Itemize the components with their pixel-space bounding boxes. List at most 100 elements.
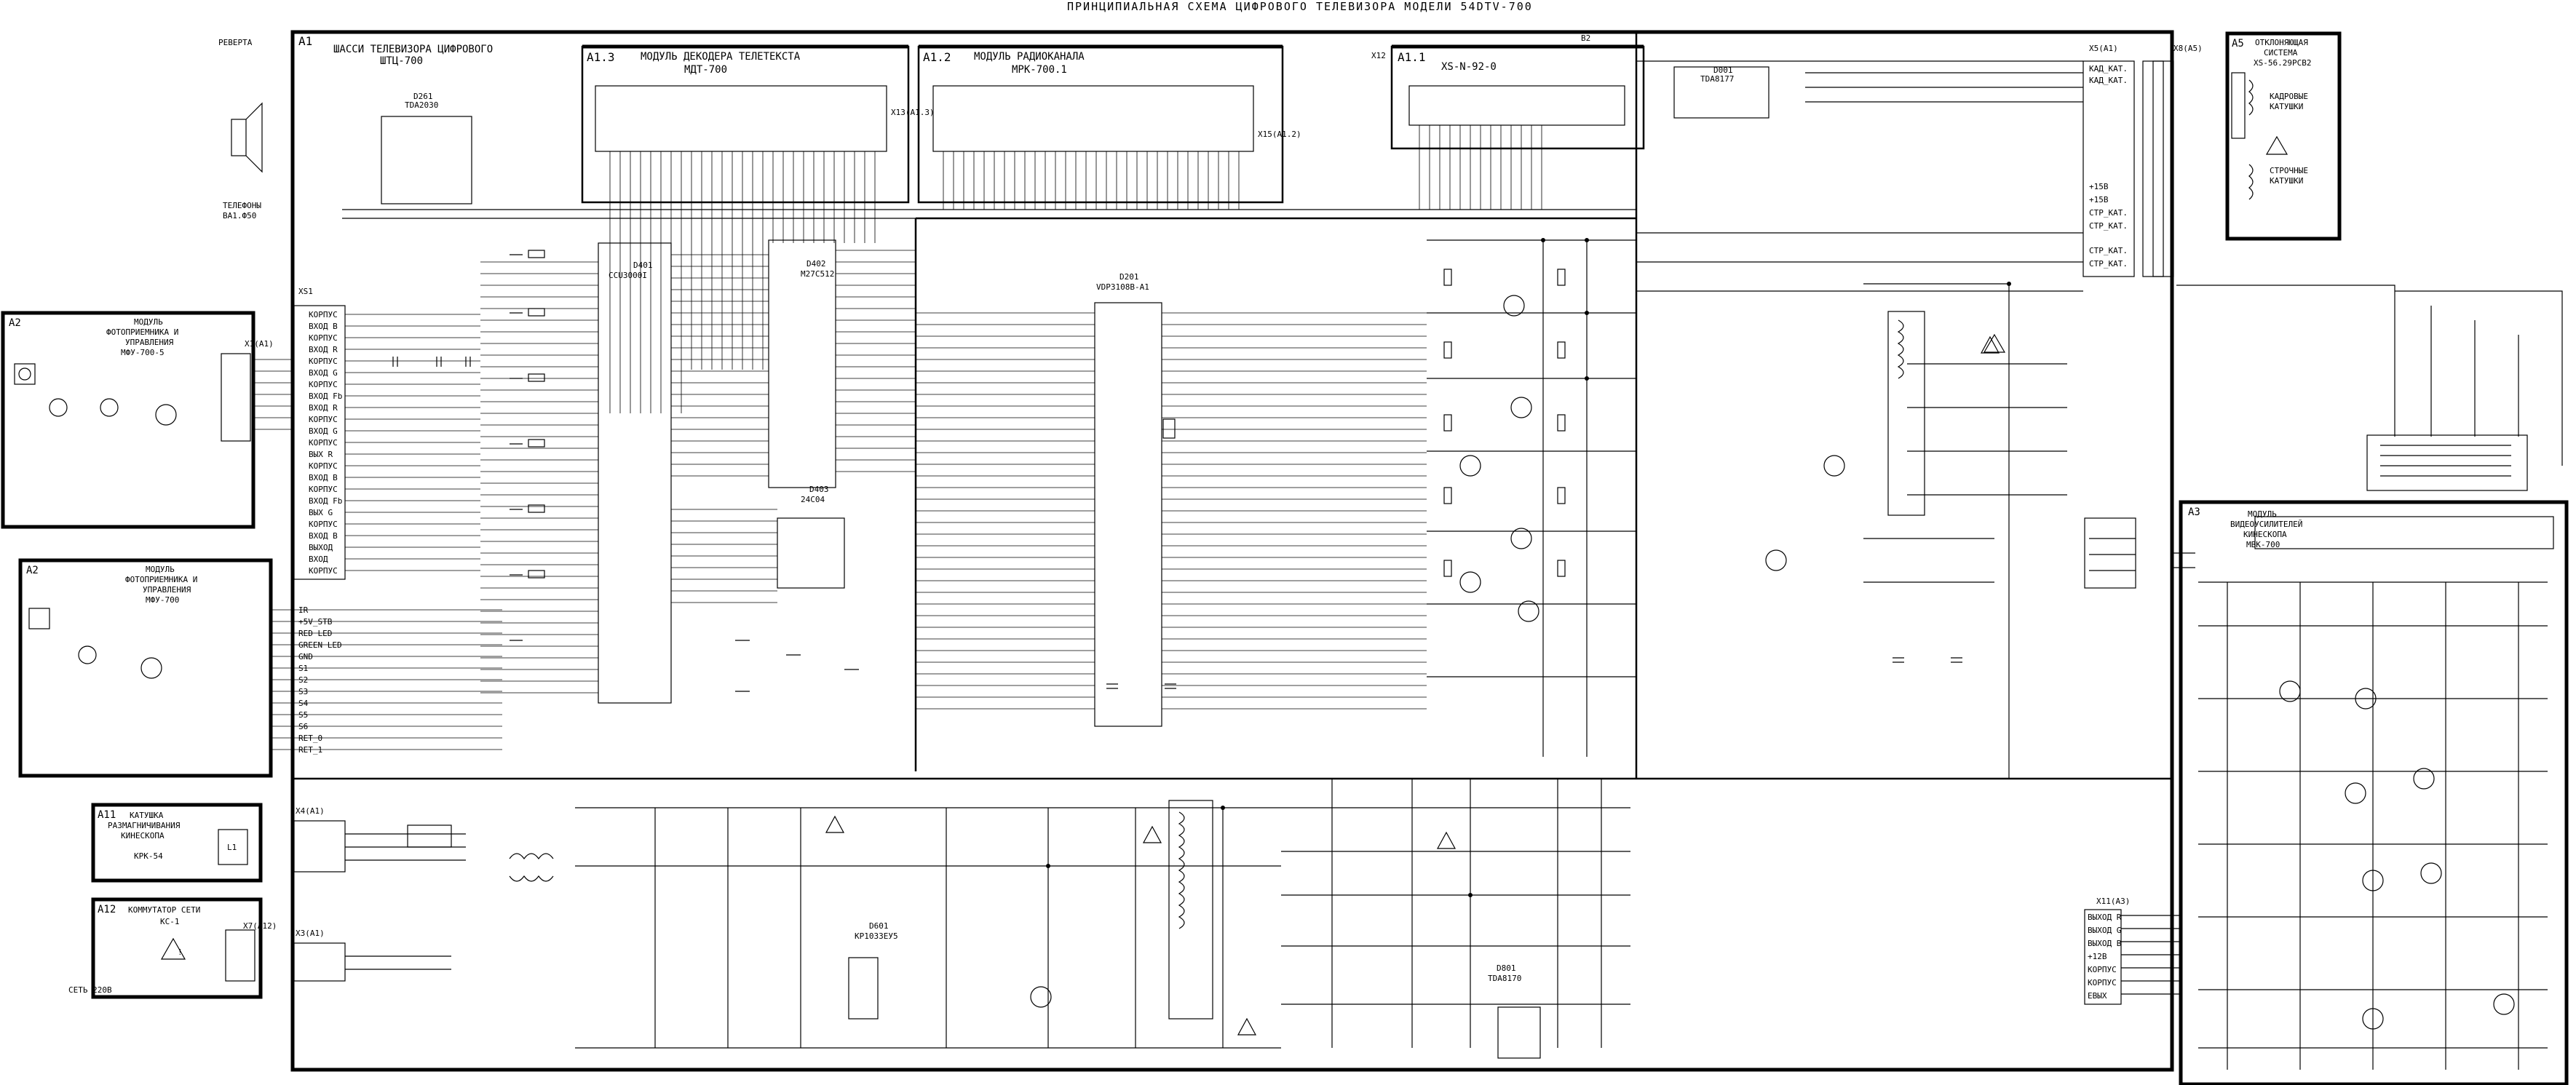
svg-text:TDA2030: TDA2030 bbox=[405, 100, 438, 110]
svg-text:CCU3000I: CCU3000I bbox=[609, 271, 647, 280]
svg-text:МФУ-700-5: МФУ-700-5 bbox=[121, 348, 165, 357]
svg-text:ВХОД B: ВХОД B bbox=[309, 322, 338, 331]
module-a12-switch: A12 КОММУТАТОР СЕТИ КС-1 ! СЕТЬ 220В bbox=[68, 897, 263, 999]
x13-label: X13(A1.3) bbox=[891, 108, 935, 117]
svg-text:КОРПУС: КОРПУС bbox=[309, 485, 338, 494]
svg-text:МОДУЛЬ: МОДУЛЬ bbox=[2248, 509, 2277, 519]
svg-text:VDP3108B-A1: VDP3108B-A1 bbox=[1096, 282, 1149, 292]
a1-name1: ШАССИ ТЕЛЕВИЗОРА ЦИФРОВОГО bbox=[333, 44, 493, 55]
svg-text:ЕВЫХ: ЕВЫХ bbox=[2088, 991, 2107, 1001]
svg-text:МФУ-700: МФУ-700 bbox=[146, 595, 179, 605]
svg-text:TDA8177: TDA8177 bbox=[1700, 74, 1734, 84]
chip-d801: D801 TDA8170 bbox=[1488, 963, 1541, 1059]
connector-x11: X11(A3) bbox=[2084, 897, 2130, 1005]
svg-text:СТР_КАТ.: СТР_КАТ. bbox=[2089, 246, 2128, 255]
chip-d201: D201 VDP3108B-A1 bbox=[1094, 272, 1162, 727]
hv-label: В2 bbox=[1581, 33, 1590, 43]
svg-text:ВЫХОД B: ВЫХОД B bbox=[2088, 939, 2122, 948]
svg-text:L1: L1 bbox=[227, 843, 237, 852]
svg-text:КОММУТАТОР СЕТИ: КОММУТАТОР СЕТИ bbox=[128, 905, 200, 915]
svg-text:КАД_КАТ.: КАД_КАТ. bbox=[2089, 64, 2128, 73]
svg-text:ВХОД G: ВХОД G bbox=[309, 368, 338, 378]
svg-text:X11(A3): X11(A3) bbox=[2096, 897, 2130, 906]
a12-name1: МОДУЛЬ РАДИОКАНАЛА bbox=[974, 51, 1085, 63]
connector-x3: X3(A1) bbox=[293, 929, 346, 982]
module-a13: A1.3 МОДУЛЬ ДЕКОДЕРА ТЕЛЕТЕКСТА МДТ-700 … bbox=[581, 44, 935, 204]
headphones-label: ТЕЛЕФОНЫ bbox=[223, 201, 261, 210]
svg-text:GREEN LED: GREEN LED bbox=[298, 640, 342, 650]
x5-pin-labels: КАД_КАТ. КАД_КАТ. +15В +15В СТР_КАТ. СТР… bbox=[2089, 64, 2128, 269]
svg-text:ВХОД Fb: ВХОД Fb bbox=[309, 496, 342, 506]
svg-text:МВК-700: МВК-700 bbox=[2246, 540, 2280, 549]
svg-text:24C04: 24C04 bbox=[801, 495, 825, 504]
svg-text:D801: D801 bbox=[1497, 963, 1516, 973]
svg-text:D401: D401 bbox=[633, 261, 653, 270]
module-a12: A1.2 МОДУЛЬ РАДИОКАНАЛА МРК-700.1 X15(A1… bbox=[917, 44, 1301, 204]
svg-text:S3: S3 bbox=[298, 687, 308, 696]
a5-ref: A5 bbox=[2232, 38, 2244, 49]
x15-label: X15(A1.2) bbox=[1258, 130, 1301, 139]
svg-text:S2: S2 bbox=[298, 675, 308, 685]
svg-text:ВЫХОД R: ВЫХОД R bbox=[2088, 913, 2122, 922]
svg-text:+5V_STB: +5V_STB bbox=[298, 617, 333, 627]
svg-text:ВЫХОД G: ВЫХОД G bbox=[2088, 926, 2121, 935]
svg-text:XS1: XS1 bbox=[298, 287, 313, 296]
svg-text:S4: S4 bbox=[298, 699, 309, 708]
chip-d402: D402 M27C512 bbox=[768, 239, 836, 488]
svg-text:ФОТОПРИЕМНИКА И: ФОТОПРИЕМНИКА И bbox=[106, 327, 178, 337]
svg-text:!: ! bbox=[178, 947, 183, 957]
svg-text:ВЫХ G: ВЫХ G bbox=[309, 508, 333, 517]
svg-text:КАДРОВЫЕ: КАДРОВЫЕ bbox=[2270, 92, 2308, 101]
connector-x7: X7(A12) bbox=[225, 921, 277, 982]
speaker: ВА1.Ф50 bbox=[223, 102, 263, 220]
svg-text:КАТУШКИ: КАТУШКИ bbox=[2270, 176, 2303, 186]
a13-ref: A1.3 bbox=[587, 50, 615, 64]
x12-label: X12 bbox=[1371, 51, 1386, 60]
svg-text:+12В: +12В bbox=[2088, 952, 2107, 961]
svg-text:D402: D402 bbox=[807, 259, 826, 269]
a11-name1: XS-N-92-0 bbox=[1441, 61, 1497, 73]
svg-text:ВХОД B: ВХОД B bbox=[309, 473, 338, 482]
svg-text:КС-1: КС-1 bbox=[160, 917, 180, 926]
svg-text:КОРПУС: КОРПУС bbox=[2088, 965, 2117, 974]
svg-text:КОРПУС: КОРПУС bbox=[309, 438, 338, 448]
svg-text:КАД_КАТ.: КАД_КАТ. bbox=[2089, 76, 2128, 85]
svg-text:ВХОД: ВХОД bbox=[309, 555, 328, 564]
svg-text:+15В: +15В bbox=[2089, 195, 2109, 204]
svg-text:КРК-54: КРК-54 bbox=[134, 851, 163, 861]
svg-text:КИНЕСКОПА: КИНЕСКОПА bbox=[121, 831, 165, 840]
svg-text:ВХОД R: ВХОД R bbox=[309, 345, 338, 354]
chip-d001: D001 TDA8177 bbox=[1673, 65, 1769, 119]
chip-d403: D403 24C04 bbox=[777, 485, 845, 589]
svg-text:IR: IR bbox=[298, 605, 309, 615]
svg-text:D261: D261 bbox=[413, 92, 433, 101]
svg-text:КАТУШКА: КАТУШКА bbox=[130, 811, 164, 820]
svg-text:GND: GND bbox=[298, 652, 313, 661]
svg-text:X1(A1): X1(A1) bbox=[245, 339, 274, 349]
module-a11-coil: A11 КАТУШКА РАЗМАГНИЧИВАНИЯ КИНЕСКОПА КР… bbox=[91, 803, 263, 883]
svg-text:МОДУЛЬ: МОДУЛЬ bbox=[134, 317, 163, 327]
connector-x4: X4(A1) bbox=[293, 806, 346, 873]
svg-text:СТР_КАТ.: СТР_КАТ. bbox=[2089, 208, 2128, 218]
svg-text:СИСТЕМА: СИСТЕМА bbox=[2264, 48, 2298, 57]
svg-text:МОДУЛЬ: МОДУЛЬ bbox=[146, 565, 175, 574]
svg-text:УПРАВЛЕНИЯ: УПРАВЛЕНИЯ bbox=[125, 338, 174, 347]
svg-text:A3: A3 bbox=[2188, 506, 2200, 518]
svg-text:КАТУШКИ: КАТУШКИ bbox=[2270, 102, 2303, 111]
svg-text:A11: A11 bbox=[98, 809, 116, 821]
svg-text:КОРПУС: КОРПУС bbox=[309, 566, 338, 576]
svg-text:ВЫХОД: ВЫХОД bbox=[309, 543, 333, 552]
chassis-a1-frame bbox=[290, 30, 2174, 1072]
svg-text:СТР_КАТ.: СТР_КАТ. bbox=[2089, 221, 2128, 231]
a13-name1: МОДУЛЬ ДЕКОДЕРА ТЕЛЕТЕКСТА bbox=[641, 51, 801, 63]
module-a2-bottom: A2 МОДУЛЬ ФОТОПРИЕМНИКА И УПРАВЛЕНИЯ МФУ… bbox=[18, 558, 273, 778]
chip-d401: D401 CCU3000I bbox=[598, 242, 672, 704]
a1-ref: A1 bbox=[298, 34, 312, 48]
module-a3: A3 МОДУЛЬ ВИДЕОУСИЛИТЕЛЕЙ КИНЕСКОПА МВК-… bbox=[2179, 434, 2569, 1085]
svg-text:СТРОЧНЫЕ: СТРОЧНЫЕ bbox=[2270, 166, 2308, 175]
svg-text:X3(A1): X3(A1) bbox=[296, 929, 325, 938]
svg-text:X4(A1): X4(A1) bbox=[296, 806, 325, 816]
svg-text:M27C512: M27C512 bbox=[801, 269, 834, 279]
rem-label: РЕВЕРТА bbox=[218, 38, 253, 47]
